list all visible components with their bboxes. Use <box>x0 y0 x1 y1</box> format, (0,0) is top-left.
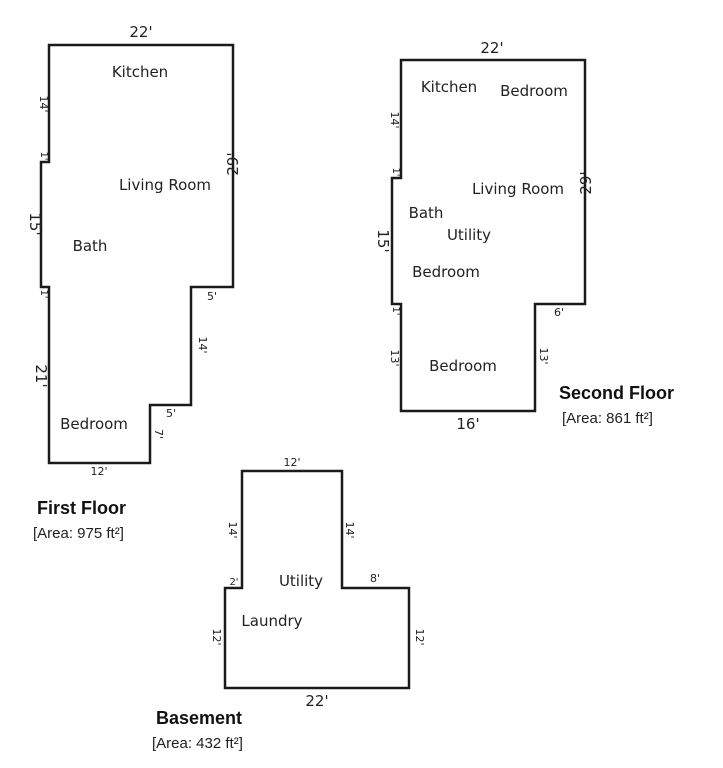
floor-area: [Area: 975 ft²] <box>33 525 124 542</box>
floor-title: Basement <box>156 708 242 728</box>
dimension-label: 5' <box>166 407 176 420</box>
basement-plan: Utility Laundry 12' 14' 14' 2' 8' 12' 12… <box>152 456 426 752</box>
room-label-kitchen: Kitchen <box>112 63 168 81</box>
dimension-label: 12' <box>413 628 426 645</box>
room-label-bedroom: Bedroom <box>500 82 568 100</box>
room-label-bedroom: Bedroom <box>60 415 128 433</box>
first-floor-plan: Kitchen Living Room Bath Bedroom 22' 14'… <box>26 23 242 542</box>
dimension-label: 22' <box>305 692 328 710</box>
dimension-label: 14' <box>388 111 401 128</box>
dimension-label: 29' <box>577 171 595 194</box>
dimension-label: 15' <box>26 212 44 235</box>
dimension-label: 8' <box>370 572 380 585</box>
dimension-label: 13' <box>388 349 401 366</box>
dimension-label: 15' <box>374 229 392 252</box>
dimension-label: 16' <box>456 415 479 433</box>
dimension-label: 21' <box>32 364 50 387</box>
first-floor-outline <box>39 43 235 465</box>
floor-title: First Floor <box>37 498 126 518</box>
room-label-bath: Bath <box>409 204 444 222</box>
dimension-label: 1' <box>390 306 401 315</box>
dimension-label: 22' <box>480 39 503 57</box>
dimension-label: 14' <box>343 521 356 538</box>
second-floor-plan: Kitchen Bedroom Living Room Bath Utility… <box>374 39 674 433</box>
room-label-bath: Bath <box>73 237 108 255</box>
dimension-label: 1' <box>390 167 401 176</box>
room-label-kitchen: Kitchen <box>421 78 477 96</box>
floor-area: [Area: 861 ft²] <box>562 410 653 427</box>
dimension-label: 14' <box>37 95 50 112</box>
room-label-living-room: Living Room <box>119 176 211 194</box>
dimension-label: 14' <box>196 336 209 353</box>
dimension-label: 1' <box>38 151 49 160</box>
room-label-bedroom: Bedroom <box>412 263 480 281</box>
dimension-label: 14' <box>226 521 239 538</box>
floor-title: Second Floor <box>559 383 674 403</box>
floor-area: [Area: 432 ft²] <box>152 735 243 752</box>
room-label-utility: Utility <box>447 226 491 244</box>
dimension-label: 1' <box>38 289 49 298</box>
dimension-label: 6' <box>554 306 564 319</box>
dimension-label: 2' <box>229 577 238 588</box>
room-label-living-room: Living Room <box>472 180 564 198</box>
room-label-utility: Utility <box>279 572 323 590</box>
dimension-label: 13' <box>537 347 550 364</box>
dimension-label: 12' <box>90 465 107 478</box>
room-label-laundry: Laundry <box>241 612 302 630</box>
second-floor-outline <box>390 58 587 413</box>
dimension-label: 12' <box>283 456 300 469</box>
dimension-label: 12' <box>210 628 223 645</box>
dimension-label: 7' <box>152 429 165 439</box>
dimension-label: 22' <box>129 23 152 41</box>
dimension-label: 29' <box>224 152 242 175</box>
room-label-bedroom: Bedroom <box>429 357 497 375</box>
dimension-label: 5' <box>207 290 217 303</box>
basement-outline <box>223 469 411 690</box>
